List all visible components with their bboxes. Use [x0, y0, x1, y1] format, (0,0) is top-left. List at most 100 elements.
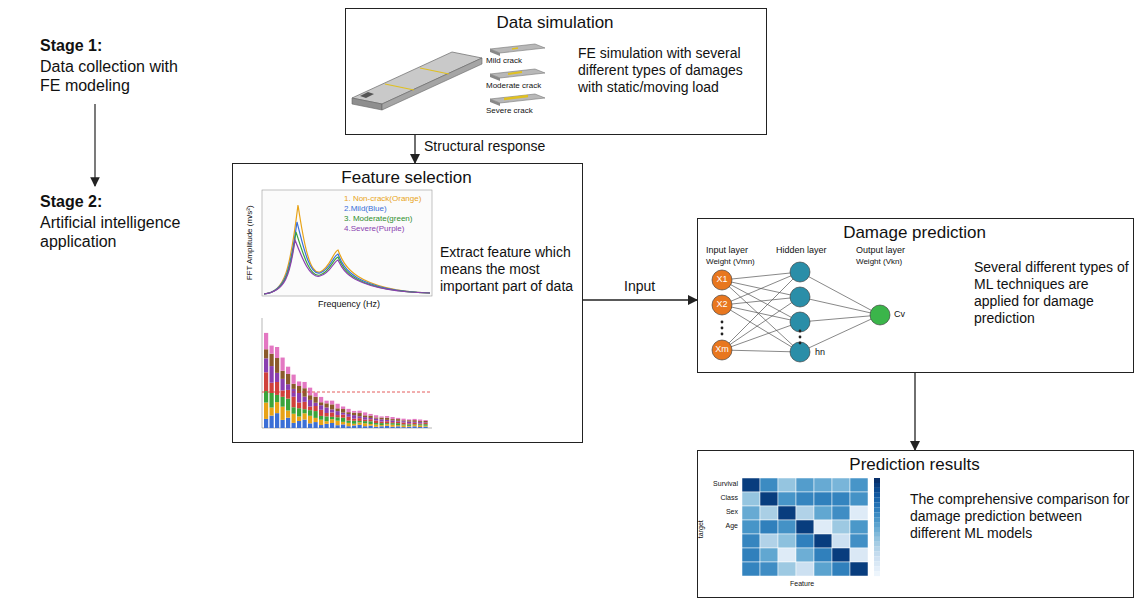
- bar-segment: [264, 358, 268, 372]
- hidden-neuron: [790, 287, 810, 307]
- colorbar-step: [874, 478, 880, 483]
- weight-line: [722, 280, 800, 352]
- crack-samples: [490, 44, 545, 106]
- colorbar-step: [874, 517, 880, 522]
- weight-line: [722, 305, 800, 322]
- bar-segment: [286, 384, 290, 390]
- weight-label: Weight (Vkn): [856, 257, 902, 267]
- bar-segment: [424, 421, 428, 422]
- bar-segment: [270, 393, 274, 408]
- fft-chart: [262, 190, 432, 296]
- ellipsis-dot: [799, 342, 802, 345]
- process-box: Data simulationFE simulation with severa…: [345, 8, 767, 135]
- axis-label: FFT Amplitude (m/s²): [245, 193, 255, 293]
- bar-segment: [308, 406, 312, 410]
- heatmap-cell: [814, 478, 832, 492]
- bar-segment: [303, 413, 307, 419]
- illustration-part: [490, 74, 500, 81]
- chart-legend-text: 1. Non-crack(Orange): [344, 194, 421, 204]
- bar-segment: [413, 426, 417, 428]
- bar-segment: [369, 418, 373, 419]
- bar-segment: [330, 423, 334, 428]
- bar-segment: [374, 415, 378, 417]
- bar-segment: [363, 423, 367, 426]
- heatmap-cell: [832, 534, 850, 548]
- bar-segment: [275, 347, 279, 358]
- bar-segment: [391, 420, 395, 422]
- bar-segment: [341, 418, 345, 422]
- layer-label: Hidden layer: [776, 245, 827, 256]
- bar-segment: [270, 383, 274, 393]
- bar-segment: [330, 419, 334, 423]
- illustration-part: [508, 72, 522, 74]
- bar-segment: [292, 414, 296, 423]
- bar-segment: [286, 410, 290, 417]
- bar-segment: [275, 413, 279, 428]
- bar-segment: [385, 416, 389, 418]
- bar-segment: [341, 406, 345, 409]
- colorbar-step: [874, 547, 880, 552]
- bar-segment: [418, 423, 422, 425]
- heatmap-cell: [742, 548, 760, 562]
- heatmap-cell: [760, 506, 778, 520]
- bar-segment: [270, 416, 274, 428]
- box-heading: Damage prediction: [698, 223, 1131, 244]
- axis-label: Frequency (Hz): [318, 299, 380, 310]
- neuron-label: X2: [712, 299, 732, 310]
- illustration-part: [264, 232, 430, 294]
- bar-segment: [358, 425, 362, 428]
- hidden-neuron: [790, 312, 810, 332]
- correlation-heatmap: [742, 478, 880, 576]
- heatmap-cell: [814, 520, 832, 534]
- bar-segment: [286, 374, 290, 384]
- bar-segment: [325, 424, 329, 428]
- flow-arrow: [414, 135, 415, 163]
- bar-segment: [358, 413, 362, 416]
- colorbar-step: [874, 561, 880, 566]
- illustration-part: [360, 92, 374, 98]
- heatmap-cell: [832, 478, 850, 492]
- heatmap-cell: [814, 562, 832, 576]
- bar-segment: [286, 390, 290, 399]
- bar-segment: [275, 395, 279, 402]
- flow-arrow: [914, 373, 915, 450]
- bar-segment: [407, 423, 411, 424]
- bar-segment: [347, 414, 351, 417]
- bar-segment: [270, 408, 274, 416]
- bar-segment: [402, 426, 406, 428]
- bar-segment: [352, 415, 356, 418]
- bar-segment: [374, 423, 378, 425]
- bar-segment: [347, 421, 351, 423]
- bar-segment: [358, 418, 362, 421]
- heatmap-cell: [796, 562, 814, 576]
- illustration-part: [264, 222, 430, 294]
- bar-segment: [330, 417, 334, 419]
- illustration-part: [512, 48, 518, 49]
- bar-segment: [308, 416, 312, 424]
- bar-segment: [352, 413, 356, 416]
- bar-segment: [407, 419, 411, 421]
- heatmap-cell: [760, 562, 778, 576]
- heatmap-cell: [850, 492, 868, 506]
- heatmap-cell: [850, 548, 868, 562]
- bar-segment: [264, 372, 268, 391]
- bar-segment: [363, 420, 367, 421]
- bar-segment: [303, 420, 307, 428]
- bar-segment: [391, 417, 395, 419]
- bar-segment: [424, 420, 428, 422]
- weight-line: [800, 315, 880, 352]
- layer-label: Output layer: [856, 245, 905, 256]
- bar-segment: [369, 421, 373, 424]
- bar-segment: [275, 373, 279, 382]
- bar-segment: [424, 423, 428, 424]
- bar-segment: [281, 371, 285, 379]
- colorbar-step: [874, 566, 880, 571]
- bar-segment: [374, 425, 378, 427]
- bar-segment: [292, 407, 296, 413]
- heatmap-cell: [742, 506, 760, 520]
- bar-segment: [297, 421, 301, 428]
- illustration-part: [382, 58, 482, 110]
- crack-label: Moderate crack: [486, 81, 541, 91]
- heatmap-cell: [742, 562, 760, 576]
- heatmap-row-label: Survival: [706, 480, 738, 488]
